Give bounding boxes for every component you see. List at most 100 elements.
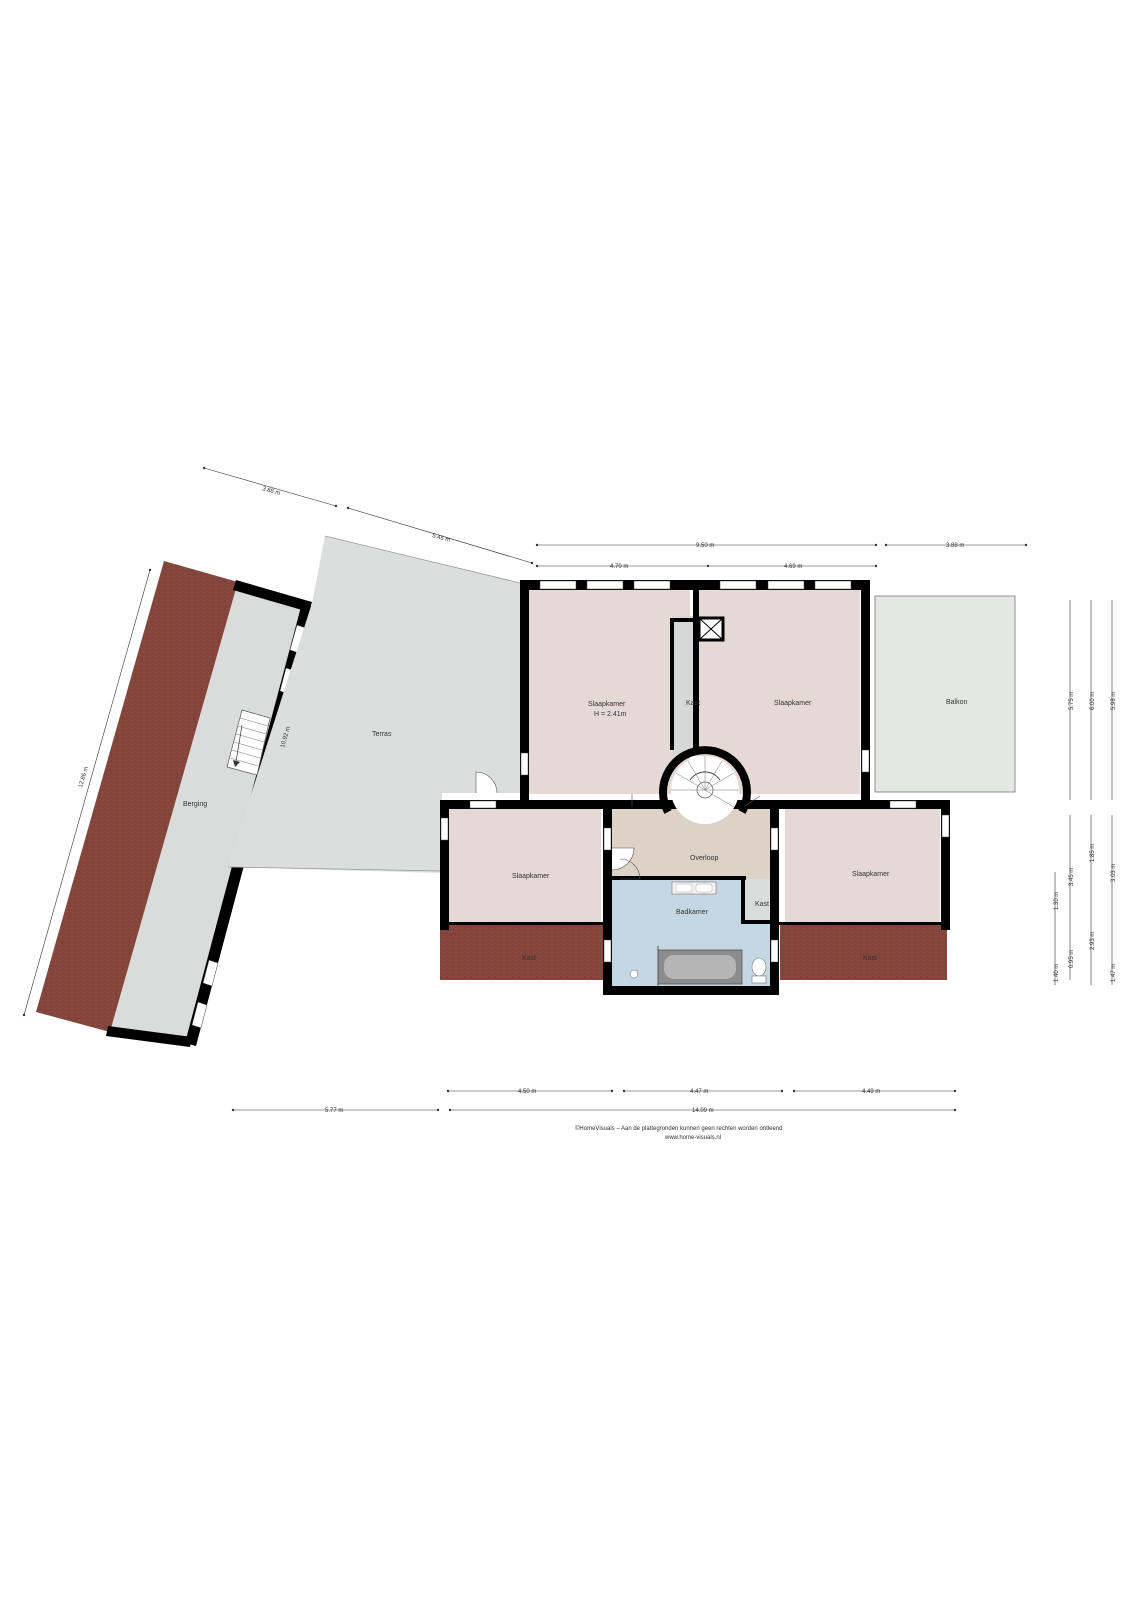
dim-bottom-577: 5.77 m bbox=[325, 1108, 343, 1114]
terras-edge-bottom bbox=[227, 866, 443, 872]
wall-bed-w-bottom bbox=[446, 922, 604, 925]
footer-copyright: ©HomeVisuals – Aan de plattegronden kunn… bbox=[575, 1125, 782, 1132]
balkon-floor bbox=[874, 595, 1016, 793]
stair-left bbox=[226, 709, 271, 776]
wall-bed-e-bottom bbox=[779, 922, 943, 925]
dim-top-diag-1: 3.88 m bbox=[261, 486, 280, 497]
dim-bottom-449: 4.49 m bbox=[862, 1089, 880, 1095]
wall-left-top bbox=[520, 580, 529, 800]
wall-overloop-right bbox=[770, 800, 779, 995]
window-left-1 bbox=[520, 752, 529, 776]
window-lower-top-e bbox=[889, 800, 917, 809]
dimension-ticks bbox=[22, 466, 1028, 1112]
dim-top-950: 9.50 m bbox=[696, 543, 714, 549]
dim-right-575: 5.75 m bbox=[1069, 692, 1075, 710]
toilet bbox=[751, 957, 767, 977]
dim-top-diag-2: 5.45 m bbox=[431, 533, 450, 544]
wall-kast-top bbox=[670, 618, 697, 622]
dim-right-293: 2.93 m bbox=[1090, 932, 1096, 950]
slaapkamer-ne-label: Slaapkamer bbox=[774, 700, 812, 707]
slaapkamer-nw-floor bbox=[527, 584, 690, 794]
berging-wall-top bbox=[233, 580, 312, 612]
door-overloop-top-r bbox=[744, 795, 761, 807]
dim-berging-inner: 10.92 m bbox=[280, 726, 292, 749]
dim-right-598: 5.98 m bbox=[1111, 692, 1117, 710]
dim-right-600: 6.00 m bbox=[1090, 692, 1096, 710]
berging-label: Berging bbox=[183, 801, 207, 808]
dim-right-185: 1.85 m bbox=[1090, 844, 1096, 862]
window-top-5 bbox=[767, 580, 805, 590]
overloop-label: Overloop bbox=[690, 855, 719, 862]
wall-right-top bbox=[861, 580, 870, 800]
berging-floor bbox=[110, 582, 309, 1043]
roof-kast-e bbox=[780, 925, 947, 980]
window-lower-left bbox=[440, 817, 449, 841]
wall-kast-bath-left bbox=[741, 879, 745, 924]
wall-mid-top bbox=[693, 580, 699, 748]
kast-e-label: Kast bbox=[863, 955, 877, 962]
roof-kast-w bbox=[440, 925, 607, 980]
dim-top-470: 4.70 m bbox=[610, 564, 628, 570]
slaapkamer-e-label: Slaapkamer bbox=[852, 871, 890, 878]
wall-lower-right bbox=[941, 800, 950, 930]
window-top-6 bbox=[814, 580, 852, 590]
window-top-3 bbox=[633, 580, 671, 590]
terras-edge bbox=[324, 535, 521, 584]
dim-top-469: 4.69 m bbox=[784, 564, 802, 570]
wall-kast-bath-bottom bbox=[741, 920, 771, 924]
window-top-2 bbox=[586, 580, 624, 590]
wall-bath-bottom bbox=[603, 986, 779, 995]
footer-url: www.home-visuals.nl bbox=[664, 1135, 721, 1141]
berging-window-3 bbox=[202, 959, 219, 987]
window-top-1 bbox=[539, 580, 577, 590]
drain bbox=[629, 969, 639, 979]
terras-door bbox=[475, 771, 498, 794]
slaapkamer-nw-height: H = 2.41m bbox=[594, 711, 627, 718]
dim-bottom-1409: 14.09 m bbox=[692, 1108, 714, 1114]
dim-right-303: 3.03 m bbox=[1111, 864, 1117, 882]
dim-right-095: 0.95 m bbox=[1069, 950, 1075, 968]
kast-center-floor bbox=[672, 616, 697, 756]
dim-right-130: 1.30 m bbox=[1054, 892, 1060, 910]
slaapkamer-w-floor bbox=[446, 806, 601, 925]
slaapkamer-nw-label: Slaapkamer bbox=[588, 701, 626, 708]
dim-bottom-450: 4.50 m bbox=[518, 1089, 536, 1095]
door-overloop-bath bbox=[619, 858, 641, 880]
window-bath-right bbox=[770, 939, 779, 963]
window-overloop-left bbox=[603, 827, 612, 851]
wall-overloop-left bbox=[603, 800, 612, 995]
main-house: Slaapkamer H = 2.41m Kast Slaapkamer Bal… bbox=[440, 580, 1016, 995]
window-bath-left bbox=[603, 939, 612, 963]
window-overloop-right bbox=[770, 827, 779, 851]
kast-w-label: Kast bbox=[522, 955, 536, 962]
wall-kast-left bbox=[670, 620, 674, 750]
wall-lower-left bbox=[440, 800, 449, 930]
dim-top-388: 3.88 m bbox=[946, 543, 964, 549]
wall-bath-top bbox=[612, 876, 746, 880]
kast-bath-floor bbox=[744, 879, 770, 921]
spiral-stair bbox=[659, 746, 751, 824]
badkamer-label: Badkamer bbox=[676, 909, 709, 916]
dimension-lines bbox=[23, 467, 1113, 1111]
window-lower-right bbox=[941, 814, 950, 838]
dim-bottom-447: 4.47 m bbox=[690, 1089, 708, 1095]
dim-left-diag: 12.86 m bbox=[78, 766, 90, 789]
dim-right-147: 1.47 m bbox=[1111, 964, 1117, 982]
slaapkamer-w-label: Slaapkamer bbox=[512, 873, 550, 880]
roof-left bbox=[36, 561, 238, 1032]
balkon-label: Balkon bbox=[946, 699, 968, 706]
slaapkamer-e-floor bbox=[785, 806, 940, 925]
kast-center-label: Kast bbox=[686, 700, 700, 707]
berging-window-4 bbox=[191, 1001, 208, 1029]
dim-right-345: 3.45 m bbox=[1069, 868, 1075, 886]
window-lower-top-w bbox=[469, 800, 497, 809]
dim-right-140: 1.40 m bbox=[1054, 964, 1060, 982]
window-right-1 bbox=[861, 749, 870, 773]
terras-label: Terras bbox=[372, 731, 392, 738]
window-top-4 bbox=[719, 580, 757, 590]
berging-wall-bottom bbox=[106, 1026, 192, 1047]
terras-floor bbox=[228, 536, 520, 873]
kast-bath-label: Kast bbox=[755, 901, 769, 908]
